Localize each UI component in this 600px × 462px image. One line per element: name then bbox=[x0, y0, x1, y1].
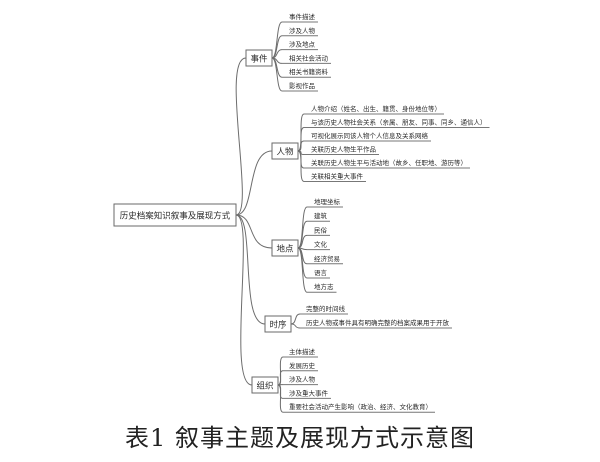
leaf-node-label: 涉及人物 bbox=[289, 26, 316, 35]
branch-node-label: 地点 bbox=[276, 243, 294, 254]
branch-node-label: 事件 bbox=[250, 53, 268, 64]
leaf-node-label: 涉及重大事件 bbox=[289, 388, 329, 397]
leaf-node-label: 可视化展示同该人物个人信息及关系网络 bbox=[311, 131, 429, 140]
leaf-node-label: 发展历史 bbox=[289, 361, 316, 370]
leaf-node-label: 语言 bbox=[314, 268, 328, 277]
root-branch-connector bbox=[235, 214, 253, 386]
branch-node-box bbox=[271, 142, 299, 160]
root-branch-connector bbox=[235, 150, 273, 216]
leaf-node-label: 经济贸易 bbox=[314, 254, 340, 263]
root-node-label: 历史档案知识叙事及展现方式 bbox=[120, 211, 231, 222]
root-node-box bbox=[113, 203, 237, 227]
leaf-node-label: 建筑 bbox=[314, 211, 328, 220]
leaf-node-label: 相关社会活动 bbox=[289, 53, 329, 62]
leaf-node-label: 文化 bbox=[314, 240, 328, 249]
branch-node-box bbox=[271, 239, 299, 257]
leaf-node-label: 人物介绍（姓名、出生、籍贯、身份地位等） bbox=[311, 104, 441, 113]
leaf-node-label: 民俗 bbox=[314, 225, 328, 234]
leaf-node-label: 重要社会活动产生影响（政治、经济、文化教育） bbox=[289, 402, 432, 411]
branch-node-box bbox=[251, 376, 279, 394]
branch-leaf-connector bbox=[277, 370, 284, 386]
branch-node-label: 组织 bbox=[256, 380, 273, 391]
leaf-node-label: 关联相关重大事件 bbox=[311, 172, 364, 181]
leaf-node-label: 地理坐标 bbox=[314, 197, 341, 206]
leaf-node-label: 相关书籍资料 bbox=[289, 67, 329, 76]
leaf-node-label: 完整的时间线 bbox=[306, 304, 346, 313]
branch-leaf-connector bbox=[290, 323, 301, 329]
branch-node-label: 时序 bbox=[269, 319, 287, 330]
branch-leaf-connector bbox=[277, 384, 284, 413]
branch-leaf-connector bbox=[297, 247, 308, 293]
leaf-node-label: 涉及地点 bbox=[289, 40, 316, 49]
root-branch-connector bbox=[235, 214, 266, 325]
root-branch-connector bbox=[235, 214, 273, 249]
leaf-node-label: 主体描述 bbox=[289, 347, 316, 356]
branch-leaf-connector bbox=[271, 57, 283, 92]
leaf-node-label: 事件描述 bbox=[289, 12, 316, 21]
leaf-node-label: 地方志 bbox=[314, 282, 334, 291]
figure-caption: 表1 叙事主题及展现方式示意图 bbox=[125, 424, 475, 452]
leaf-node-label: 历史人物或事件具有明确完整的档案成果用于开放 bbox=[306, 318, 450, 327]
leaf-node-label: 关联历史人物生平与活动地（故乡、任职地、游历等） bbox=[311, 158, 467, 167]
branch-leaf-connector bbox=[290, 313, 301, 325]
branch-leaf-connector bbox=[297, 150, 305, 182]
branch-node-box bbox=[264, 315, 292, 333]
leaf-node-label: 涉及人物 bbox=[289, 375, 316, 384]
branch-leaf-connector bbox=[271, 21, 283, 59]
branch-node-box bbox=[245, 49, 273, 67]
leaf-node-label: 影视作品 bbox=[289, 81, 315, 90]
leaf-node-label: 关联历史人物生平作品 bbox=[311, 145, 376, 154]
branch-node-label: 人物 bbox=[276, 146, 294, 157]
root-branch-connector bbox=[235, 57, 247, 216]
leaf-node-label: 与该历史人物社会关系（亲属、朋友、同事、同乡、通信人） bbox=[311, 118, 487, 127]
